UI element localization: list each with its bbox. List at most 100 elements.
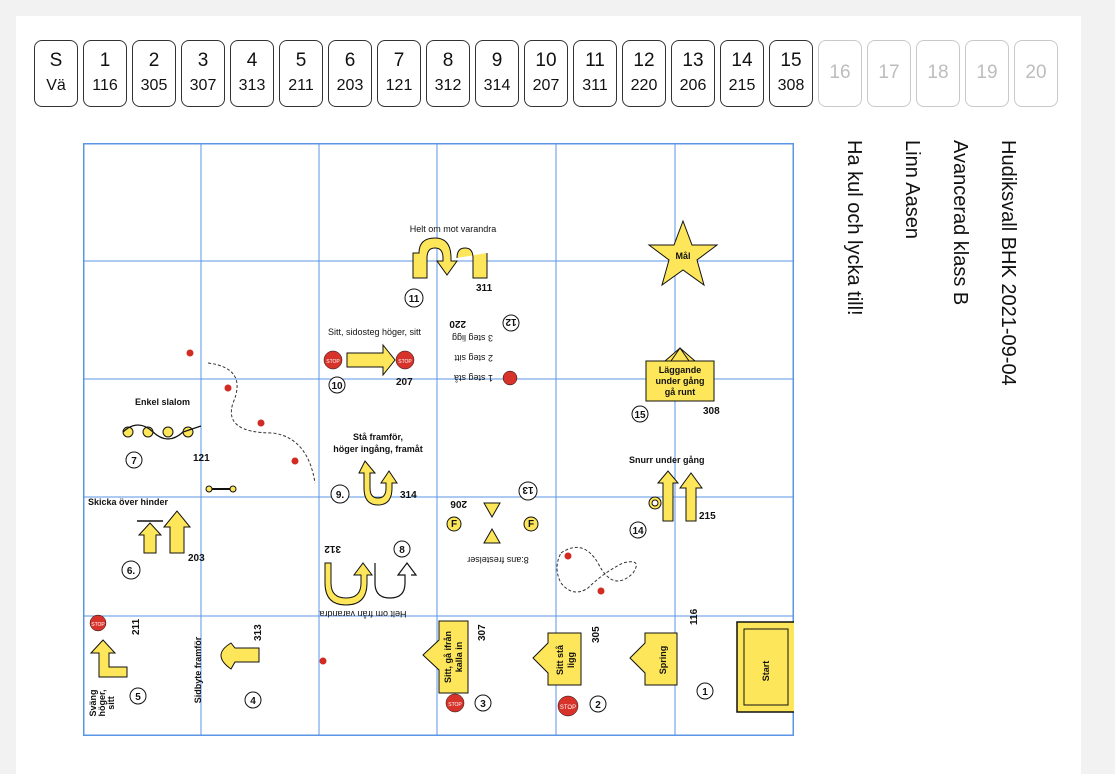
station-tab-number: 4 (246, 49, 258, 71)
station-2-number: 2 (595, 700, 601, 711)
station-tab-16[interactable]: 16 (818, 40, 862, 107)
station-tab-code: 313 (238, 76, 266, 94)
cones-group-a (186, 349, 327, 665)
station-3-code: 307 (477, 624, 488, 641)
svg-text:STOP: STOP (91, 622, 105, 628)
station-tab-number: 3 (197, 49, 209, 71)
station-1-code: 116 (689, 608, 700, 625)
station-11-label: Helt om mot varandra (410, 224, 497, 234)
station-5-label-b: höger, (97, 689, 107, 716)
station-2-code: 305 (591, 626, 602, 643)
station-15-label-b: under gång (656, 376, 705, 386)
station-tab-code: 312 (434, 76, 462, 94)
station-tab-number: 12 (633, 49, 655, 71)
station-4-number: 4 (250, 696, 256, 707)
svg-text:STOP: STOP (398, 359, 412, 365)
station-5-label-a: Sväng (88, 689, 98, 716)
station-tab-17[interactable]: 17 (867, 40, 911, 107)
station-tab-code: 307 (189, 76, 217, 94)
station-15-code: 308 (703, 406, 720, 417)
station-tab-code: 207 (532, 76, 560, 94)
station-12-line3: 3 steg ligg (452, 333, 493, 343)
station-9-number: 9. (336, 490, 345, 501)
station-tab-number: 15 (780, 49, 802, 71)
start-label: Start (761, 661, 771, 682)
station-tab-number: 9 (491, 49, 503, 71)
start-sign: Start (736, 621, 794, 713)
station-5-label-c: sitt (106, 696, 116, 710)
station-10-number: 10 (331, 381, 343, 392)
svg-text:STOP: STOP (326, 359, 340, 365)
scrollbar-track[interactable] (1081, 16, 1115, 774)
station-tab-code: 116 (92, 76, 118, 94)
station-tab-20[interactable]: 20 (1014, 40, 1058, 107)
station-11-sign: Helt om mot varandra 311 11 (404, 224, 497, 308)
station-tab-number: 11 (585, 49, 605, 71)
station-tab-code: 220 (630, 76, 658, 94)
station-10-sign: Sitt, sidosteg höger, sitt STOP STOP 207… (323, 327, 422, 394)
class-name: Avancerad klass B (949, 140, 971, 306)
station-tab-number: 5 (295, 49, 307, 71)
station-4-sign: Sidbyte framför 313 4 (193, 624, 264, 709)
station-tab-code: 308 (777, 76, 805, 94)
station-13-sign: 13 206 F F 8:ans frestelser (446, 481, 539, 565)
station-tab-number: 14 (731, 49, 753, 71)
station-tab-code: 311 (582, 76, 608, 94)
station-tab-number: 13 (682, 49, 704, 71)
station-tab-code: 211 (288, 76, 314, 94)
station-15-number: 15 (634, 410, 646, 421)
station-7-label: Enkel slalom (135, 397, 190, 407)
station-tab-code: 314 (483, 76, 511, 94)
station-1-label: Spring (658, 646, 668, 675)
station-8-sign: Helt om från varandra 312 8 (319, 540, 418, 619)
station-1-number: 1 (702, 687, 708, 698)
station-tab-18[interactable]: 18 (916, 40, 960, 107)
station-14-code: 215 (699, 511, 716, 522)
station-tab-code: 203 (336, 76, 364, 94)
station-tab-number: 18 (927, 61, 949, 83)
station-tab-number: 1 (99, 49, 111, 71)
station-7-number: 7 (131, 456, 137, 467)
station-tab-code: Vä (46, 76, 66, 94)
station-3-label-a: Sitt, gå ifrån (443, 631, 453, 683)
station-tab-code: 206 (679, 76, 707, 94)
event-title: Hudiksvall BHK 2021-09-04 (997, 140, 1019, 386)
station-tab-number: S (49, 49, 63, 71)
station-3-label-b: kalla in (454, 642, 464, 673)
station-2-label-b: ligg (566, 652, 576, 668)
station-13-number: 13 (522, 484, 534, 495)
station-6-sign: Skicka över hinder 203 6. (88, 497, 205, 580)
station-15-label-a: Läggande (659, 365, 702, 375)
station-9-label-b: höger ingång, framåt (333, 444, 423, 454)
window-top-strip (0, 0, 1115, 16)
station-12-number: 12 (505, 316, 517, 327)
station-6-number: 6. (127, 566, 136, 577)
station-tab-number: 17 (878, 61, 900, 83)
station-7-code: 121 (193, 453, 210, 464)
station-4-code: 313 (253, 624, 264, 641)
station-6-code: 203 (188, 553, 205, 564)
station-6-label: Skicka över hinder (88, 497, 169, 507)
station-tab-s[interactable]: S Vä (34, 40, 78, 107)
station-15-sign: Läggande under gång gå runt 308 15 (631, 347, 720, 423)
station-tab-number: 19 (976, 61, 998, 83)
station-tab-19[interactable]: 19 (965, 40, 1009, 107)
station-11-number: 11 (409, 294, 420, 305)
station-tab-number: 20 (1025, 61, 1047, 83)
station-2-sign: Sitt stå ligg 305 STOP 2 (532, 626, 607, 717)
